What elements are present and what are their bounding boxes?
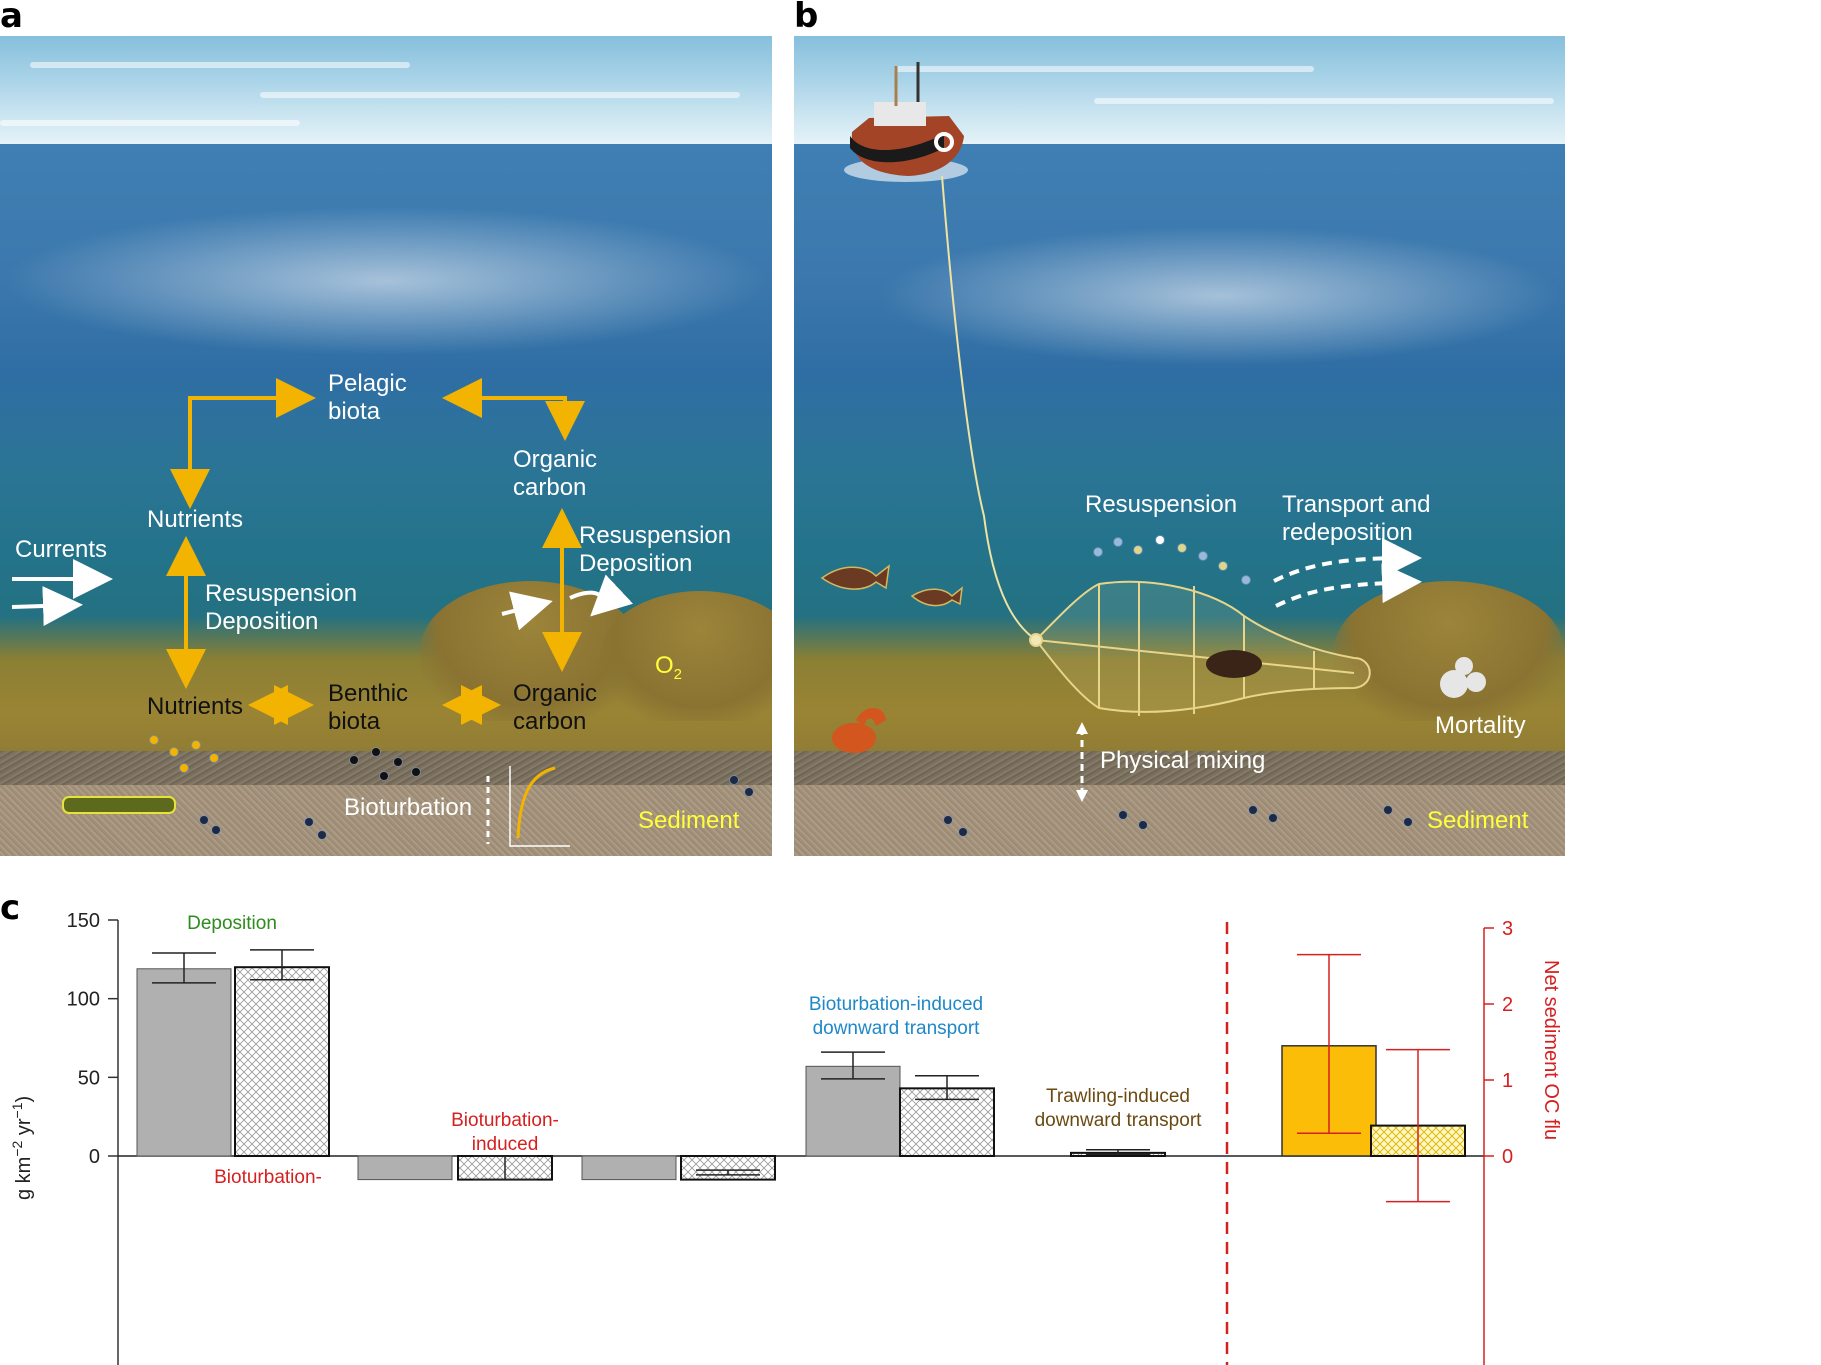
panel-letter-b: b: [794, 0, 819, 36]
sky: [0, 36, 772, 144]
label-bioturbation: Bioturbation: [344, 794, 473, 821]
label-currents: Currents: [15, 536, 108, 563]
label-mortality: Mortality: [1435, 712, 1526, 739]
label-o2: O2: [655, 652, 682, 689]
down-arrowhead-icon: [1076, 790, 1088, 802]
fish-icon: [820, 564, 1262, 678]
bar: [136, 968, 232, 1157]
left-y-axis: 0 50 100 150 g km−2 yr−1): [9, 910, 1484, 1365]
cloud-haze: [0, 206, 772, 356]
label-bioturbation-induced: Bioturbation-: [451, 1110, 559, 1131]
label-bioturbation-downward: Bioturbation-induced: [809, 994, 983, 1015]
sediment-layer: [794, 751, 1565, 856]
o2-subscript: 2: [673, 665, 683, 683]
label-sediment-b: Sediment: [1427, 807, 1529, 834]
box-organic-carbon-water: Organic carbon: [513, 445, 598, 501]
current-arrows: [11, 559, 634, 631]
annotations-layer: DepositionBioturbation-inducedBioturbati…: [187, 913, 1202, 1188]
trawl-warp-line: [941, 175, 1037, 641]
flow-arrows: [166, 378, 585, 725]
bar: [805, 1065, 901, 1157]
left-axis-label: g km−2 yr−1): [9, 1096, 35, 1200]
box-organic-carbon-sediment: Organic carbon: [513, 679, 598, 735]
box-nutrients-sediment: Nutrients: [147, 693, 244, 720]
label-trawling-downward: downward transport: [1035, 1110, 1203, 1131]
oxygen-profile-icon: [509, 766, 570, 847]
label-transport-redeposition: Transport and redeposition: [1282, 491, 1431, 546]
right-tick-label: 1: [1502, 1070, 1513, 1092]
label-bioturbation-downward: downward transport: [813, 1018, 981, 1039]
up-arrowhead-icon: [1076, 722, 1088, 734]
o2-text: O: [655, 652, 674, 679]
label-bioturbation-bottom: Bioturbation-: [214, 1167, 322, 1188]
left-tick-label: 0: [89, 1146, 100, 1168]
box-pelagic-biota: Pelagic biota: [328, 370, 407, 425]
crab-icon: [832, 708, 886, 753]
bar: [357, 1155, 453, 1181]
worm-icon: [62, 796, 176, 814]
label-resuspension: Resuspension: [1085, 491, 1238, 518]
label-resuspension-deposition-right: Resuspension Deposition: [579, 522, 732, 577]
right-axis-label: Net sediment OC flu: [1540, 960, 1562, 1140]
bar: [234, 966, 330, 1157]
dead-biota-icon: [1440, 657, 1486, 698]
label-sediment-a: Sediment: [638, 807, 740, 834]
left-tick-label: 50: [78, 1067, 100, 1089]
oxygen-profile-curve: [516, 766, 556, 839]
left-tick-label: 100: [67, 989, 100, 1011]
right-tick-label: 0: [1502, 1146, 1513, 1168]
bars-layer: [136, 949, 1466, 1203]
panel-a-arrows: [11, 378, 634, 847]
panel-a-scene: Pelagic biota Nutrients Organic carbon N…: [0, 36, 772, 856]
panel-b-graphics: [820, 62, 1486, 802]
label-physical-mixing: Physical mixing: [1100, 747, 1266, 774]
cloud-haze: [874, 226, 1564, 366]
trawler-boat-icon: [844, 62, 968, 182]
panel-letter-c: c: [0, 888, 21, 928]
panel-letter-a: a: [0, 0, 23, 36]
transport-arrows: [1273, 538, 1422, 608]
bar: [680, 1155, 776, 1181]
label-trawling-downward: Trawling-induced: [1046, 1086, 1190, 1107]
trawl-net-icon: [1029, 580, 1371, 716]
label-deposition: Deposition: [187, 913, 277, 934]
panel-b-scene: Resuspension Transport and redeposition …: [794, 36, 1565, 856]
bar: [581, 1155, 677, 1181]
right-tick-label: 2: [1502, 994, 1513, 1016]
left-tick-label: 150: [67, 910, 100, 932]
box-nutrients-water: Nutrients: [147, 506, 244, 533]
box-benthic-biota: Benthic biota: [328, 679, 409, 735]
label-bioturbation-induced: induced: [472, 1134, 539, 1155]
sediment-mound: [1334, 581, 1564, 721]
label-resuspension-deposition-left: Resuspension Deposition: [205, 580, 358, 635]
right-tick-label: 3: [1502, 918, 1513, 940]
